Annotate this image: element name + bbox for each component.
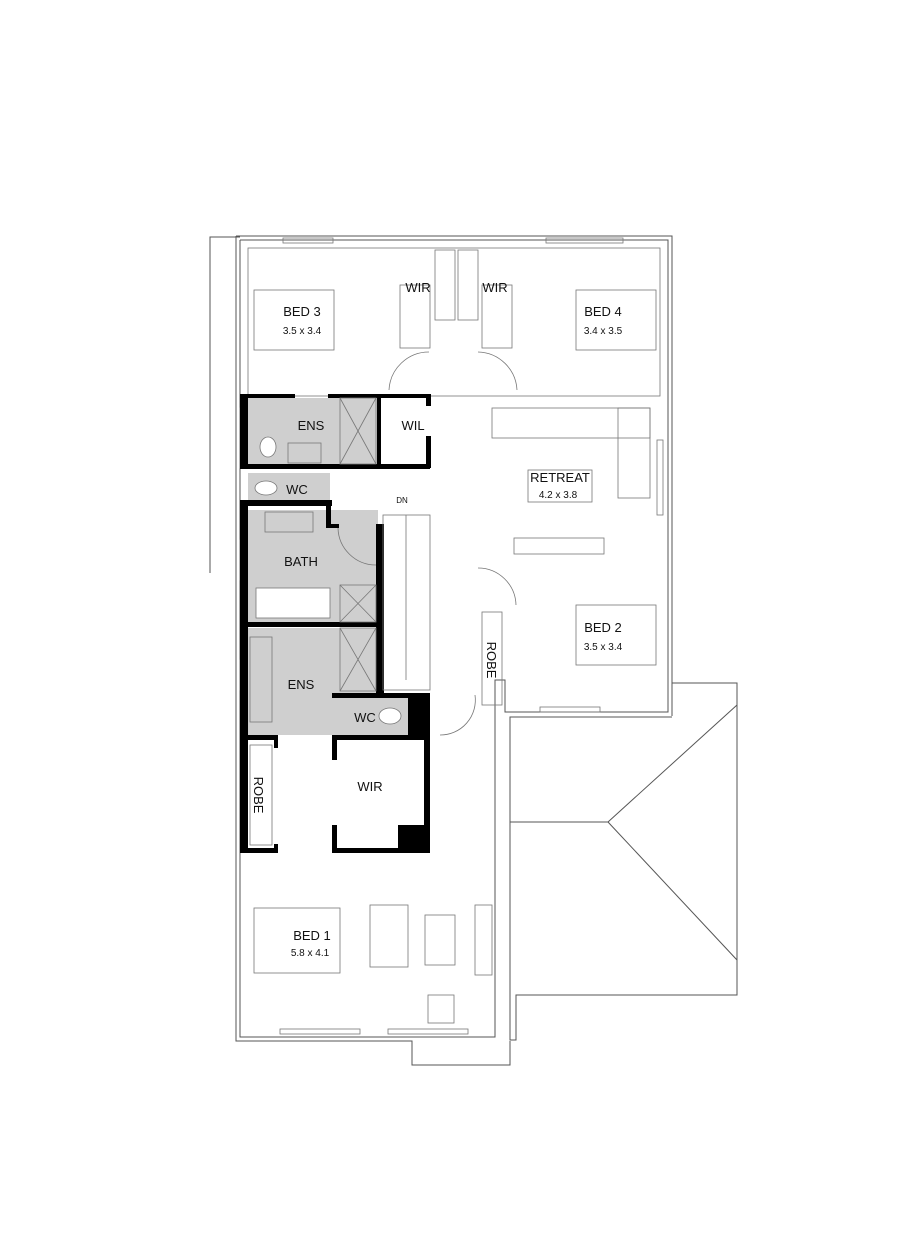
outer-outline	[209, 235, 673, 1066]
room-size-bed1: 5.8 x 4.1	[291, 948, 330, 959]
room-label-bed2: BED 2	[584, 620, 622, 635]
room-size-bed2: 3.5 x 3.4	[584, 642, 623, 653]
room-size-bed4: 3.4 x 3.5	[584, 326, 623, 337]
room-size-bed3: 3.5 x 3.4	[283, 326, 322, 337]
room-label-wir-bed1: WIR	[357, 779, 382, 794]
room-label-robe-bed1: ROBE	[251, 777, 266, 814]
room-label-bed4: BED 4	[584, 304, 622, 319]
walls	[240, 394, 431, 853]
roof-outline	[509, 682, 738, 1041]
room-label-bath: BATH	[284, 554, 318, 569]
stairs-label: DN	[396, 496, 408, 505]
room-label-wc-upper: WC	[286, 482, 308, 497]
room-bed2: BED 2 3.5 x 3.4	[584, 620, 623, 653]
room-label-bed1: BED 1	[293, 928, 331, 943]
room-label-bed3: BED 3	[283, 304, 321, 319]
room-label-wc-lower: WC	[354, 710, 376, 725]
room-label-wir-bed3: WIR	[405, 280, 430, 295]
room-label-wil: WIL	[401, 418, 424, 433]
room-retreat: RETREAT 4.2 x 3.8	[530, 470, 590, 501]
room-bed3: BED 3 3.5 x 3.4	[283, 304, 322, 337]
room-bed1: BED 1 5.8 x 4.1	[291, 928, 331, 959]
room-label-wir-bed4: WIR	[482, 280, 507, 295]
room-label-robe-bed2: ROBE	[484, 642, 499, 679]
room-bed4: BED 4 3.4 x 3.5	[584, 304, 623, 337]
fixtures	[249, 249, 657, 1024]
room-size-retreat: 4.2 x 3.8	[539, 490, 578, 501]
room-label-ens-upper: ENS	[298, 418, 325, 433]
room-label-ens-lower: ENS	[288, 677, 315, 692]
room-label-retreat: RETREAT	[530, 470, 590, 485]
